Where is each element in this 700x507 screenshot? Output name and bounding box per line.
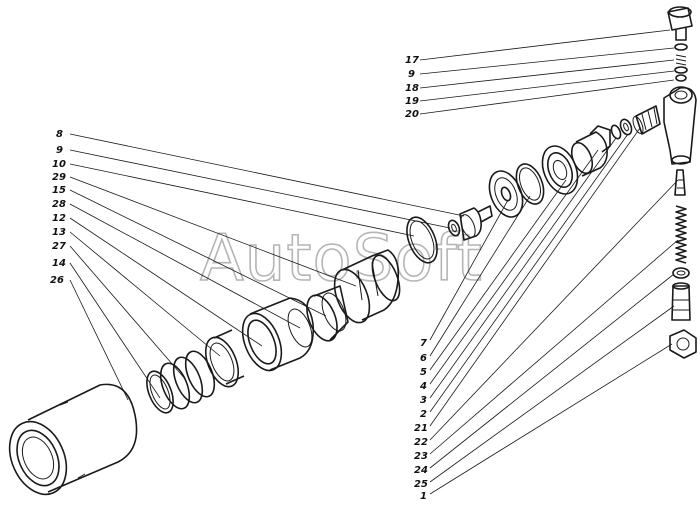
part-sleeve bbox=[241, 297, 315, 372]
part-washer-small bbox=[447, 219, 461, 237]
label-20: 20 bbox=[405, 109, 419, 120]
label-28: 28 bbox=[52, 199, 66, 210]
labels-left: 8 9 10 29 15 28 12 13 27 14 26 bbox=[50, 129, 66, 286]
label-9-top: 9 bbox=[408, 69, 415, 80]
part-hex-nut bbox=[669, 329, 697, 359]
label-22: 22 bbox=[414, 437, 428, 448]
label-18: 18 bbox=[405, 83, 419, 94]
label-7: 7 bbox=[420, 338, 427, 349]
labels-bottom-right: 7 6 5 4 3 2 21 22 23 24 25 1 bbox=[414, 338, 428, 502]
part-valve-fitting bbox=[459, 205, 493, 241]
label-21: 21 bbox=[414, 423, 428, 434]
label-2: 2 bbox=[420, 409, 427, 420]
part-spring bbox=[159, 350, 216, 410]
part-o-ring-large bbox=[406, 216, 438, 264]
label-1: 1 bbox=[420, 491, 427, 502]
part-housing-cylinder bbox=[8, 383, 138, 496]
label-26: 26 bbox=[50, 275, 64, 286]
part-vertical-spring bbox=[675, 205, 687, 264]
part-spring-small bbox=[675, 54, 687, 66]
label-9: 9 bbox=[56, 145, 63, 156]
leader-lines-left bbox=[69, 133, 465, 401]
part-ring-19 bbox=[675, 74, 687, 82]
label-8: 8 bbox=[56, 129, 63, 140]
label-12: 12 bbox=[52, 213, 66, 224]
part-cap-screw bbox=[667, 6, 693, 41]
label-10: 10 bbox=[52, 159, 66, 170]
part-nozzle bbox=[674, 169, 686, 196]
part-o-ring bbox=[515, 163, 545, 205]
label-24: 24 bbox=[414, 465, 428, 476]
label-15: 15 bbox=[52, 185, 66, 196]
leader-lines-top-right bbox=[419, 29, 675, 115]
part-disc bbox=[488, 170, 524, 218]
label-25: 25 bbox=[414, 479, 428, 490]
labels-top-right: 17 9 18 19 20 bbox=[405, 55, 419, 120]
label-27: 27 bbox=[52, 241, 66, 252]
watermark-text: AutoSoft bbox=[200, 222, 483, 296]
part-main-body bbox=[663, 86, 697, 165]
label-13: 13 bbox=[52, 227, 66, 238]
part-ring-18 bbox=[674, 66, 688, 74]
label-29: 29 bbox=[52, 172, 66, 183]
part-ring-13 bbox=[204, 329, 245, 388]
part-washer-3 bbox=[610, 124, 622, 140]
label-17: 17 bbox=[405, 55, 419, 66]
part-snap-ring bbox=[146, 370, 174, 414]
part-cup-seal bbox=[333, 249, 401, 324]
part-bushing bbox=[671, 282, 691, 321]
part-washer-top bbox=[674, 43, 688, 51]
part-washer-2 bbox=[619, 118, 633, 136]
label-14: 14 bbox=[52, 258, 66, 269]
label-23: 23 bbox=[414, 451, 428, 462]
label-6: 6 bbox=[420, 353, 427, 364]
part-washer-24 bbox=[672, 267, 690, 279]
label-5: 5 bbox=[420, 367, 427, 378]
label-4: 4 bbox=[419, 381, 427, 392]
label-19: 19 bbox=[405, 96, 419, 107]
leader-lines-bottom-right bbox=[429, 127, 679, 495]
label-3: 3 bbox=[420, 395, 427, 406]
part-threaded-adapter bbox=[632, 105, 661, 135]
